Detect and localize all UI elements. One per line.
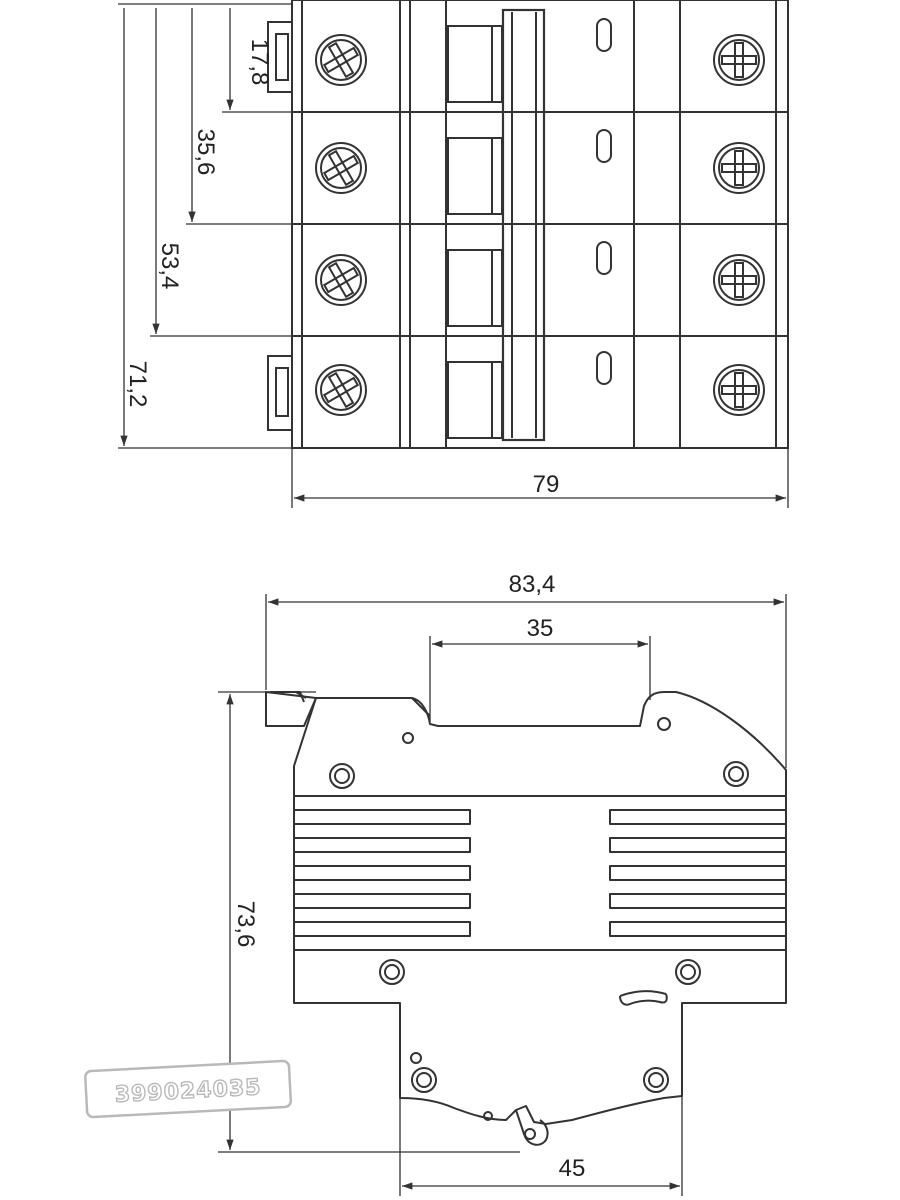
dim-pole-4: 71,2: [124, 361, 151, 408]
screw-icon: [713, 364, 765, 416]
screw-icon: [713, 142, 765, 194]
vent-slot: [609, 837, 787, 853]
dim-rail-width: 35: [527, 615, 554, 642]
indicator-slot: [596, 18, 612, 52]
top-clip: [267, 21, 293, 93]
screw-icon: [315, 34, 367, 86]
rivet-icon: [643, 1067, 669, 1093]
latch-lever: [515, 1109, 549, 1146]
rivet-icon: [379, 959, 405, 985]
indicator-slot: [596, 129, 612, 163]
bottom-clip: [267, 355, 293, 431]
indicator-slot: [619, 990, 668, 1006]
dim-bottom-width: 45: [559, 1155, 586, 1182]
vent-slot: [293, 921, 471, 937]
rivet-icon: [723, 761, 749, 787]
article-code-stamp: 399024035: [84, 1059, 293, 1119]
rivet-icon: [329, 763, 355, 789]
top-view-dimensions: [118, 3, 789, 508]
vent-slot: [293, 893, 471, 909]
screw-icon: [315, 142, 367, 194]
vent-slot: [609, 809, 787, 825]
dim-pole-3: 53,4: [156, 243, 183, 290]
rivet-icon: [411, 1067, 437, 1093]
dim-width: 79: [533, 471, 560, 498]
toggle-handle: [501, 8, 546, 442]
vent-slot: [293, 837, 471, 853]
dim-height: 73,6: [232, 901, 259, 948]
vent-slot: [293, 865, 471, 881]
screw-icon: [713, 34, 765, 86]
dim-overall-width: 83,4: [509, 571, 556, 598]
vent-slot: [293, 809, 471, 825]
screw-icon: [315, 254, 367, 306]
vent-slot: [609, 921, 787, 937]
dim-pole-2: 35,6: [192, 129, 219, 176]
top-view: [267, 0, 789, 449]
vent-slot: [609, 865, 787, 881]
side-view: [265, 691, 787, 1146]
screw-icon: [713, 254, 765, 306]
rivet-icon: [675, 959, 701, 985]
dim-pole-1: 17,8: [246, 39, 273, 86]
indicator-slot: [596, 241, 612, 275]
indicator-slot: [596, 351, 612, 385]
screw-icon: [315, 364, 367, 416]
vent-slot: [609, 893, 787, 909]
